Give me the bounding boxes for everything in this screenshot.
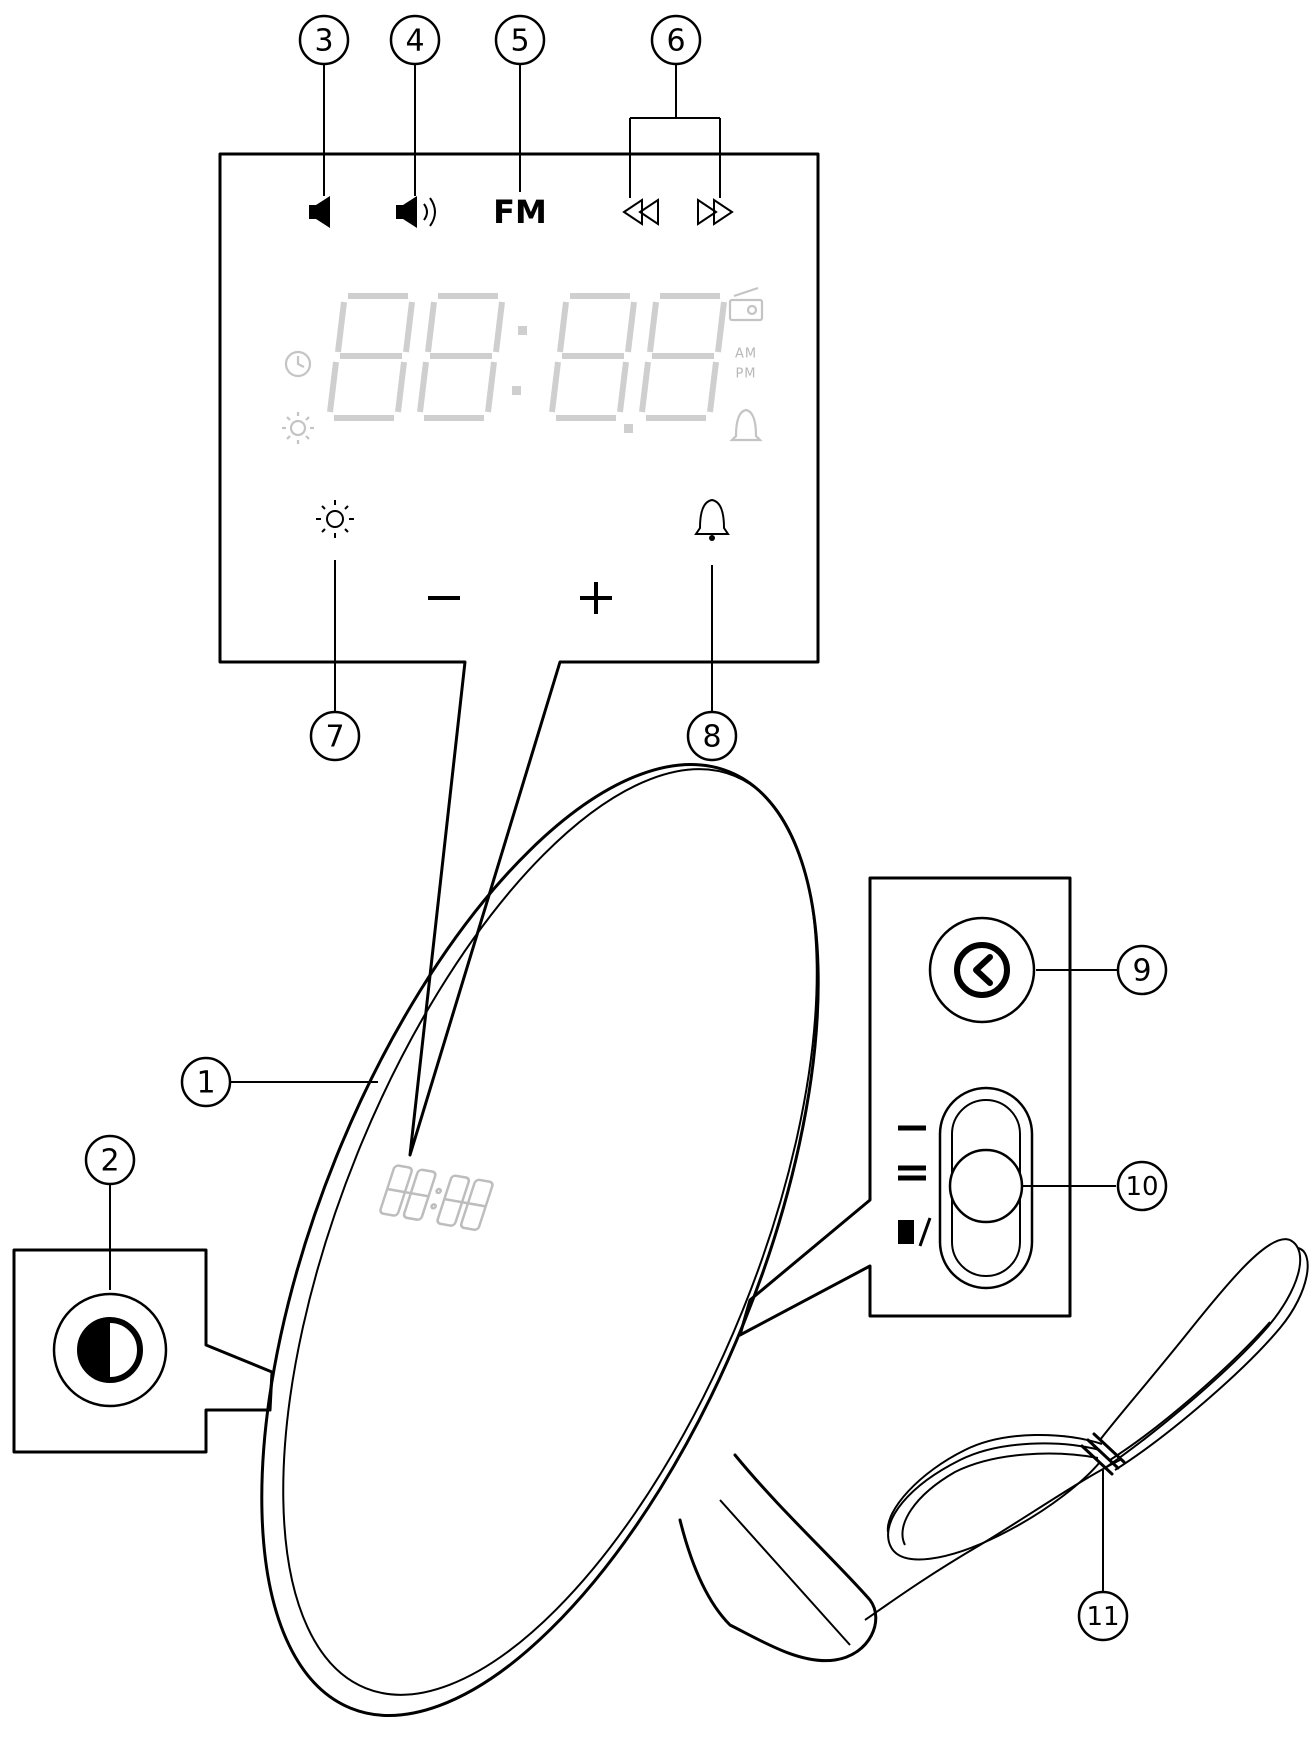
mode-door-icon bbox=[898, 1217, 932, 1247]
svg-text:5: 5 bbox=[510, 24, 529, 59]
callout-3: 3 bbox=[298, 14, 350, 66]
sun-icon bbox=[282, 412, 314, 444]
fast-forward-icon bbox=[697, 198, 734, 226]
radio-icon bbox=[728, 286, 764, 322]
callout-1: 1 bbox=[180, 1056, 232, 1108]
callout-4: 4 bbox=[389, 14, 441, 66]
svg-text:2: 2 bbox=[100, 1144, 119, 1179]
callout-10: 10 bbox=[1116, 1160, 1168, 1212]
callout-9: 9 bbox=[1116, 944, 1168, 996]
volume-down-button[interactable] bbox=[309, 196, 330, 228]
brightness-button[interactable] bbox=[316, 500, 354, 538]
side-controls-callout bbox=[738, 876, 1072, 1337]
callout-5: 5 bbox=[494, 14, 546, 66]
svg-text:10: 10 bbox=[1125, 1172, 1158, 1202]
clock-display bbox=[327, 293, 727, 433]
plus-button[interactable] bbox=[580, 582, 612, 614]
contrast-button[interactable] bbox=[52, 1292, 168, 1408]
mode-double-line-icon bbox=[898, 1165, 926, 1181]
fm-label: FM bbox=[493, 193, 547, 231]
am-label: AM bbox=[735, 347, 757, 362]
svg-text:8: 8 bbox=[702, 720, 721, 755]
lamp-stand bbox=[678, 1453, 878, 1663]
lamp-body bbox=[260, 763, 820, 1717]
svg-text:3: 3 bbox=[314, 24, 333, 59]
lamp-mini-display bbox=[379, 1164, 494, 1231]
volume-up-button[interactable] bbox=[396, 196, 436, 228]
svg-text:7: 7 bbox=[325, 720, 344, 755]
rewind-button[interactable] bbox=[622, 198, 659, 226]
speaker-low-icon bbox=[309, 196, 330, 228]
leader-lines-top bbox=[323, 62, 721, 198]
callout-7: 7 bbox=[309, 710, 361, 762]
svg-text:1: 1 bbox=[196, 1066, 215, 1101]
display-panel bbox=[218, 152, 820, 1157]
plus-icon bbox=[580, 582, 612, 614]
fast-forward-button[interactable] bbox=[697, 198, 734, 226]
half-circle-icon bbox=[77, 1317, 143, 1383]
callout-8: 8 bbox=[686, 710, 738, 762]
callout-11: 11 bbox=[1077, 1590, 1129, 1642]
alarm-button[interactable] bbox=[694, 498, 730, 541]
power-cord bbox=[864, 1238, 1309, 1621]
bell-icon-faint bbox=[729, 408, 763, 442]
fm-button[interactable]: FM bbox=[493, 193, 547, 231]
clock-back-icon bbox=[954, 942, 1010, 998]
bell-icon bbox=[694, 498, 730, 541]
speaker-high-icon bbox=[396, 196, 436, 228]
mode-slider-knob[interactable] bbox=[948, 1148, 1024, 1224]
clock-set-button[interactable] bbox=[928, 916, 1036, 1024]
callout-2: 2 bbox=[84, 1134, 136, 1186]
svg-text:9: 9 bbox=[1132, 954, 1151, 989]
pm-label: PM bbox=[735, 367, 756, 382]
sun-icon bbox=[316, 500, 354, 538]
clock-icon bbox=[284, 350, 312, 378]
leader-lines-panel-bottom bbox=[334, 560, 713, 712]
svg-text:6: 6 bbox=[666, 24, 685, 59]
svg-text:4: 4 bbox=[405, 24, 424, 59]
mode-slider[interactable] bbox=[898, 1086, 1034, 1290]
rewind-icon bbox=[622, 198, 659, 226]
callout-6: 6 bbox=[650, 14, 702, 66]
contrast-callout bbox=[12, 1248, 274, 1454]
svg-text:11: 11 bbox=[1086, 1602, 1119, 1632]
